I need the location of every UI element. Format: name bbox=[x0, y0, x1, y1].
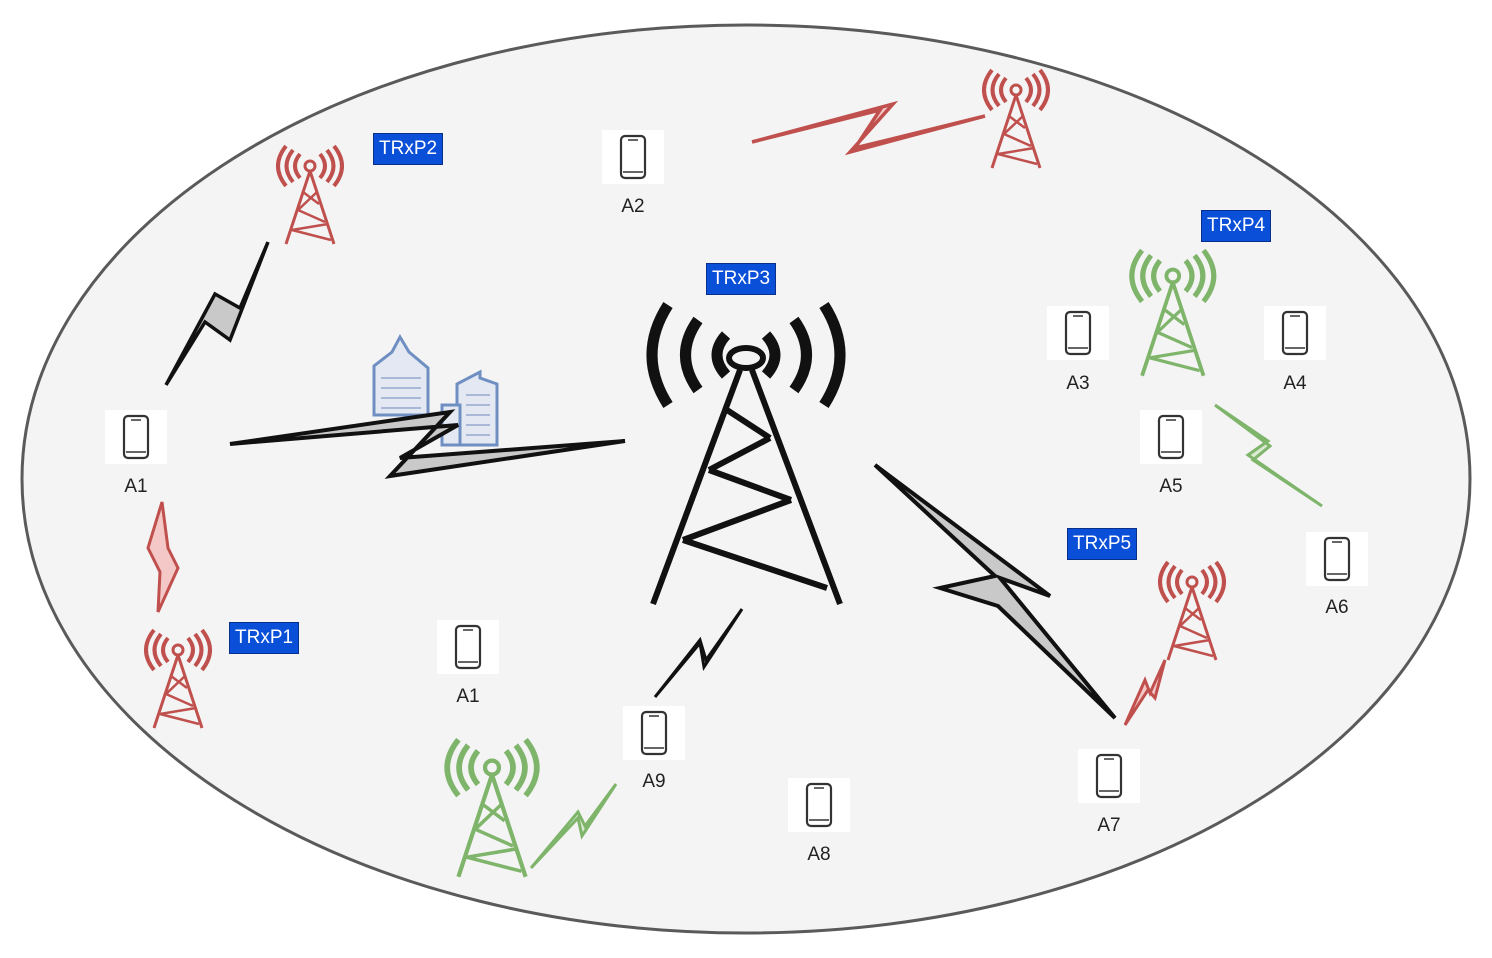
device-label-a5: A5 bbox=[1159, 476, 1183, 497]
device-label-a1-center: A1 bbox=[456, 686, 480, 707]
device-label-a8: A8 bbox=[807, 844, 831, 865]
smartphone-icon bbox=[1045, 304, 1111, 362]
coverage-area bbox=[20, 23, 1472, 935]
smartphone-icon bbox=[1262, 304, 1328, 362]
smartphone-icon bbox=[1076, 747, 1142, 805]
lightning-link-icon bbox=[146, 100, 1323, 870]
device-label-a4: A4 bbox=[1283, 373, 1307, 394]
device-label-a6: A6 bbox=[1325, 597, 1349, 618]
smartphone-icon bbox=[600, 128, 666, 186]
device-label-a3: A3 bbox=[1066, 373, 1090, 394]
trxp2-label: TRxP2 bbox=[373, 133, 444, 165]
trxp5-label: TRxP5 bbox=[1067, 528, 1138, 560]
smartphone-icon bbox=[103, 408, 169, 466]
cell-tower-icon bbox=[646, 302, 846, 606]
trxp4-label: TRxP4 bbox=[1201, 210, 1272, 242]
trxp3-label: TRxP3 bbox=[706, 263, 777, 295]
device-label-a9: A9 bbox=[642, 771, 666, 792]
smartphone-icon bbox=[1304, 530, 1370, 588]
device-label-a2: A2 bbox=[621, 196, 645, 217]
trxp1-label: TRxP1 bbox=[229, 622, 300, 654]
smartphone-icon bbox=[786, 776, 852, 834]
smartphone-icon bbox=[621, 704, 687, 762]
device-label-a1-left: A1 bbox=[124, 476, 148, 497]
device-label-a7: A7 bbox=[1097, 815, 1121, 836]
smartphone-icon bbox=[435, 618, 501, 676]
smartphone-icon bbox=[1138, 408, 1204, 466]
